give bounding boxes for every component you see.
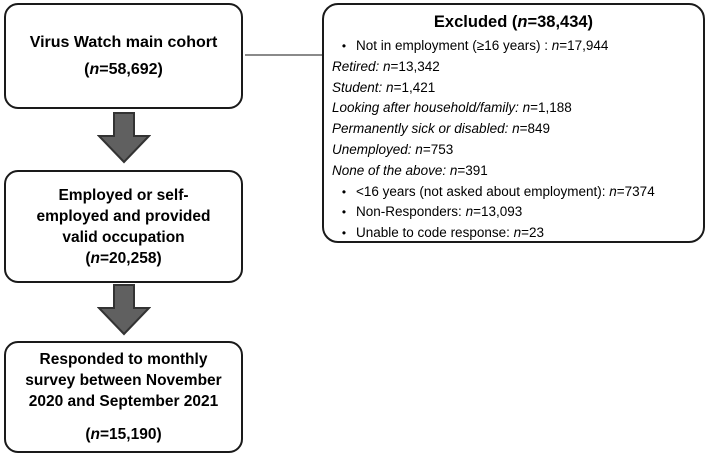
n-symbol: n <box>386 79 394 95</box>
node-text-line: Employed or self- <box>58 186 189 204</box>
n-symbol: n <box>90 426 100 443</box>
node-responded: Responded to monthly survey between Nove… <box>4 341 243 453</box>
node-employed: Employed or self- employed and provided … <box>4 170 243 283</box>
excluded-item: •Not in employment (≥16 years) : n=17,94… <box>332 36 695 57</box>
n-symbol: n <box>512 121 520 137</box>
excluded-item: None of the above: n=391 <box>332 162 488 178</box>
bullet-icon: • <box>341 39 347 53</box>
excluded-item: •Unable to code response: n=23 <box>332 223 695 244</box>
down-arrow-icon <box>97 112 151 164</box>
excluded-item: Looking after household/family: n=1,188 <box>332 100 572 116</box>
connector-line <box>245 54 323 56</box>
node-title: Virus Watch main cohort <box>29 34 218 51</box>
n-symbol: n <box>517 13 528 31</box>
excluded-item: •<16 years (not asked about employment):… <box>332 182 695 203</box>
excluded-item: Student: n=1,421 <box>332 79 436 95</box>
node-text-line: Responded to monthly <box>39 351 208 368</box>
n-symbol: n <box>89 61 100 78</box>
n-symbol: n <box>513 225 522 241</box>
excluded-item: Unemployed: n=753 <box>332 141 454 157</box>
node-count: (n=15,190) <box>85 426 162 443</box>
bullet-icon: • <box>341 226 347 241</box>
excluded-item: Permanently sick or disabled: n=849 <box>332 121 551 137</box>
n-symbol: n <box>383 58 391 74</box>
n-symbol: n <box>522 100 531 116</box>
n-symbol: n <box>415 141 423 157</box>
excluded-item: •Non-Responders: n=13,093 <box>332 202 695 223</box>
node-text-line: valid occupation <box>62 228 185 246</box>
excluded-item: Retired: n=13,342 <box>332 58 440 74</box>
node-main-cohort: Virus Watch main cohort (n=58,692) <box>4 3 243 109</box>
down-arrow-icon <box>97 284 151 336</box>
node-count: (n=20,258) <box>85 249 162 267</box>
n-symbol: n <box>449 162 458 178</box>
n-symbol: n <box>609 183 617 199</box>
excluded-title: Excluded (n=38,434) <box>433 13 594 31</box>
node-text-line: 2020 and September 2021 <box>28 393 219 410</box>
bullet-icon: • <box>341 184 347 199</box>
node-excluded: Excluded (n=38,434) •Not in employment (… <box>322 3 705 243</box>
bullet-icon: • <box>341 205 347 220</box>
node-text-line: employed and provided <box>36 207 211 225</box>
n-symbol: n <box>551 38 560 53</box>
n-symbol: n <box>465 204 474 220</box>
n-symbol: n <box>90 249 100 267</box>
node-text-line: survey between November <box>25 372 222 389</box>
node-count: (n=58,692) <box>84 61 163 78</box>
